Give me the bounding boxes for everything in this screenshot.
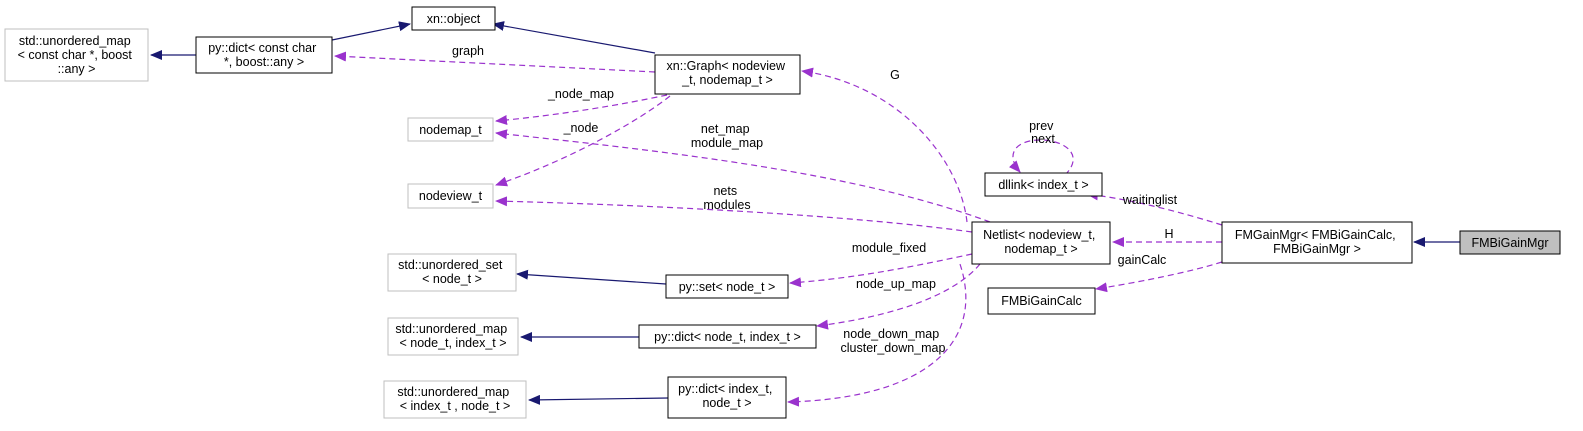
svg-text:std::unordered_map < n: std::unordered_map < node_t, index_t > xyxy=(395,322,510,350)
node-py-dict-node-index[interactable]: py::dict< node_t, index_t > xyxy=(638,324,817,349)
svg-text:py::dict< index_t, nod: py::dict< index_t, node_t > xyxy=(678,382,776,410)
edge-use-node xyxy=(495,95,671,187)
svg-text:FMBiGainCalc: FMBiGainCalc xyxy=(1001,294,1082,308)
edge-inherit-pydictcc-to-xnobject xyxy=(331,21,411,41)
svg-text:Netlist< nodeview_t, n: Netlist< nodeview_t, nodemap_t > xyxy=(983,228,1099,256)
edge-label-net-map: net_map module_map xyxy=(691,122,763,150)
edge-inherit-pyset-to-stdunorderedset xyxy=(516,269,667,285)
svg-text:xn::object: xn::object xyxy=(427,12,481,26)
edge-use-graph xyxy=(334,51,656,73)
edge-use-nets xyxy=(495,196,973,233)
svg-text:nodemap_t: nodemap_t xyxy=(419,123,482,137)
edges xyxy=(150,21,1460,407)
edge-use-node-map xyxy=(495,94,668,125)
nodes: std::unordered_map < const char *, boost… xyxy=(4,6,1561,419)
node-std-unordered-set-node[interactable]: std::unordered_set < node_t > xyxy=(387,253,517,292)
node-dllink[interactable]: dllink< index_t > xyxy=(984,172,1103,197)
edge-use-G xyxy=(801,67,968,223)
svg-text:dllink< index_t >: dllink< index_t > xyxy=(998,178,1088,192)
svg-text:xn::Graph< nodeview _t: xn::Graph< nodeview _t, nodemap_t > xyxy=(667,59,789,87)
edge-label-H: H xyxy=(1164,227,1173,241)
edge-label-module-fixed: module_fixed xyxy=(852,241,926,255)
node-py-set-node[interactable]: py::set< node_t > xyxy=(665,274,789,299)
node-py-dict-index-node[interactable]: py::dict< index_t, node_t > xyxy=(667,376,787,419)
svg-text:py::set< node_t >: py::set< node_t > xyxy=(679,280,776,294)
node-fmbigainmgr[interactable]: FMBiGainMgr xyxy=(1459,230,1561,255)
edge-use-node-up-map xyxy=(816,263,981,330)
edge-label-graph: graph xyxy=(452,44,484,58)
edge-label-node: _node xyxy=(563,121,599,135)
node-xn-graph[interactable]: xn::Graph< nodeview _t, nodemap_t > xyxy=(654,54,801,95)
edge-label-waitinglist: waitinglist xyxy=(1122,193,1178,207)
edge-use-module-fixed xyxy=(789,253,973,288)
edge-label-node-up-map: node_up_map xyxy=(856,277,936,291)
edge-inherit-xngraph-to-xnobject xyxy=(492,21,656,54)
node-std-unordered-map-index-node[interactable]: std::unordered_map < index_t , node_t > xyxy=(383,380,527,419)
svg-text:std::unordered_set < n: std::unordered_set < node_t > xyxy=(398,258,506,286)
edge-use-gaincalc xyxy=(1095,261,1223,293)
edge-label-node-down-map: node_down_map cluster_down_map xyxy=(841,327,946,355)
edge-label-node-map: _node_map xyxy=(547,87,614,101)
edge-use-waitinglist xyxy=(1086,190,1223,226)
edge-use-node-down-map xyxy=(787,263,967,407)
edge-use-prev-next xyxy=(1008,139,1074,176)
svg-text:std::unordered_map < i: std::unordered_map < index_t , node_t > xyxy=(397,385,512,413)
node-std-unordered-map-node-index[interactable]: std::unordered_map < node_t, index_t > xyxy=(387,317,519,356)
edge-use-net-map xyxy=(495,129,991,223)
node-nodemap-t[interactable]: nodemap_t xyxy=(407,117,494,142)
node-xn-object[interactable]: xn::object xyxy=(411,6,496,31)
svg-text:nodeview_t: nodeview_t xyxy=(419,189,483,203)
node-py-dict-cc-any[interactable]: py::dict< const char *, boost::any > xyxy=(195,36,333,74)
edge-label-nets: nets modules xyxy=(703,184,750,212)
svg-text:std::unordered_map < c: std::unordered_map < const char *, boost… xyxy=(18,34,136,76)
svg-text:FMBiGainMgr: FMBiGainMgr xyxy=(1471,236,1548,250)
svg-text:FMGainMgr< FMBiGainCalc,: FMGainMgr< FMBiGainCalc, FMBiGainMgr > xyxy=(1235,228,1399,256)
node-fmbigaincalc[interactable]: FMBiGainCalc xyxy=(987,287,1096,315)
svg-text:py::dict< node_t, index_t >: py::dict< node_t, index_t > xyxy=(654,330,801,344)
node-netlist[interactable]: Netlist< nodeview_t, nodemap_t > xyxy=(971,221,1111,265)
svg-text:py::dict< const char *: py::dict< const char *, boost::any > xyxy=(208,41,320,69)
edge-inherit-pydictin-to-stdumapin xyxy=(528,394,669,405)
edge-label-prev-next: prev next xyxy=(1029,119,1057,146)
node-nodeview-t[interactable]: nodeview_t xyxy=(407,183,494,209)
edge-label-G: G xyxy=(890,68,900,82)
node-fmgainmgr[interactable]: FMGainMgr< FMBiGainCalc, FMBiGainMgr > xyxy=(1221,221,1413,264)
node-std-unordered-map-cc-any[interactable]: std::unordered_map < const char *, boost… xyxy=(4,28,149,82)
edge-labels: graph _node_map _node G net_map module_m… xyxy=(452,44,1178,355)
edge-label-gaincalc: gainCalc xyxy=(1118,253,1167,267)
